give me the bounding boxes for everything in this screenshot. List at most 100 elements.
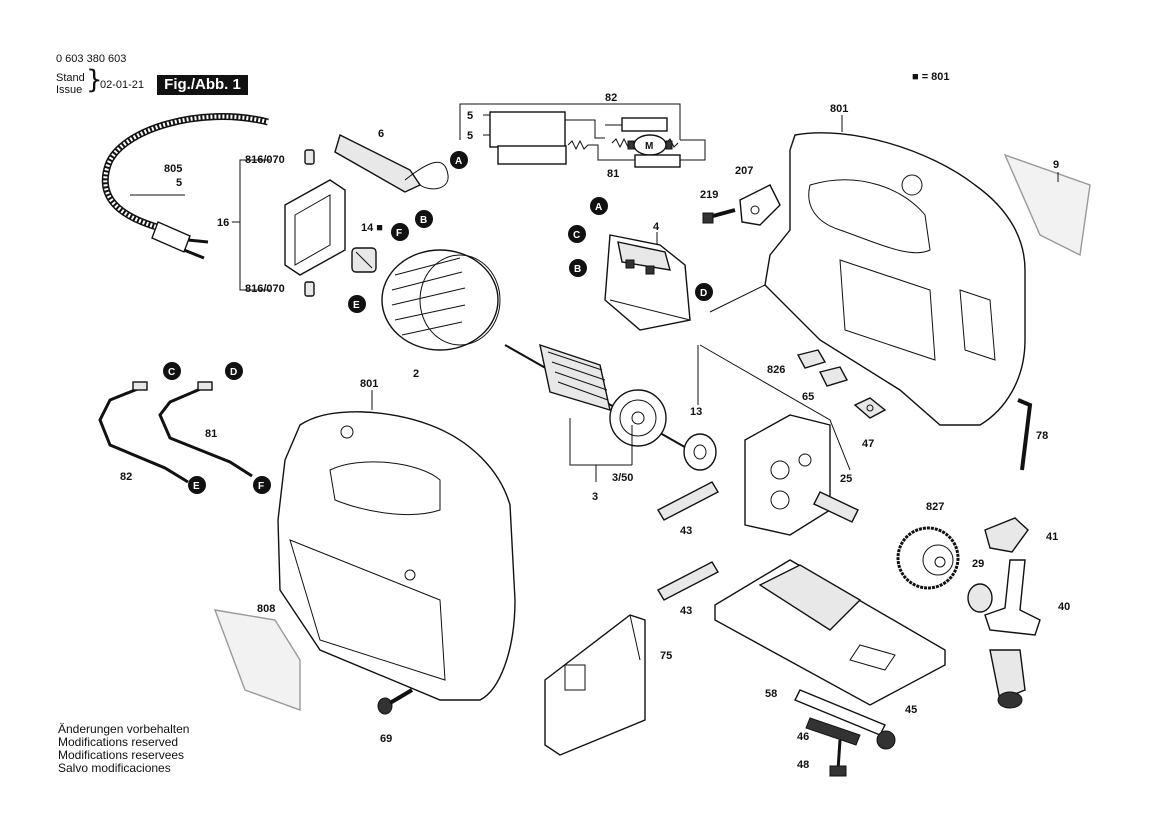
- marker-d-switch: D: [695, 283, 713, 301]
- label-43-upper: 43: [680, 525, 692, 537]
- guide-65: [818, 366, 849, 387]
- pin-upper-right: [813, 491, 859, 523]
- lever-40: [984, 559, 1041, 709]
- svg-text:B: B: [420, 215, 427, 226]
- svg-text:F: F: [258, 481, 264, 492]
- label-47: 47: [862, 438, 874, 450]
- circuit-schematic: [459, 103, 706, 168]
- marker-c-cable: C: [163, 362, 181, 380]
- cable-81: [158, 381, 253, 478]
- label-46: 46: [797, 731, 809, 743]
- label-45: 45: [905, 704, 917, 716]
- label-43-lower: 43: [680, 605, 692, 617]
- marker-d-cable: D: [225, 362, 243, 380]
- blade-holder-58: [794, 689, 896, 750]
- label-65: 65: [802, 391, 814, 403]
- brush-14: [351, 247, 377, 273]
- label-82: 82: [605, 92, 617, 104]
- label-6: 6: [378, 128, 384, 140]
- label-81: 81: [607, 168, 619, 180]
- pin-43-lower: [657, 561, 719, 601]
- footer-line: Salvo modificaciones: [58, 761, 171, 775]
- base-plate-45: [714, 559, 946, 706]
- gear-827: [896, 526, 960, 590]
- chip-guard-75: [544, 614, 646, 756]
- label-808: 808: [257, 603, 275, 615]
- field-coil-2: [381, 249, 501, 351]
- label-78: 78: [1036, 430, 1048, 442]
- svg-text:A: A: [595, 202, 602, 213]
- marker-b-switch: B: [569, 259, 587, 277]
- label-5-top: 5: [467, 110, 473, 122]
- stand-label: Stand: [56, 72, 85, 84]
- label-3-50: 3/50: [612, 472, 633, 484]
- label-69: 69: [380, 733, 392, 745]
- svg-text:E: E: [193, 481, 200, 492]
- nameplate-9: [1003, 153, 1091, 257]
- label-2: 2: [413, 368, 419, 380]
- marker-c-switch: C: [568, 225, 586, 243]
- label-3: 3: [592, 491, 598, 503]
- label-82-left: 82: [120, 471, 132, 483]
- label-58: 58: [765, 688, 777, 700]
- motor-symbol: M: [645, 141, 653, 152]
- label-75: 75: [660, 650, 672, 662]
- label-219: 219: [700, 189, 718, 201]
- svg-text:E: E: [353, 300, 360, 311]
- footer-notes: Änderungen vorbehalten Modifications res…: [58, 723, 189, 775]
- svg-text:B: B: [574, 264, 581, 275]
- label-13: 13: [690, 406, 702, 418]
- marker-e-cable: E: [188, 476, 206, 494]
- label-805: 805: [164, 163, 182, 175]
- guide-826: [796, 349, 827, 369]
- svg-text:C: C: [168, 367, 175, 378]
- label-827: 827: [926, 501, 944, 513]
- label-40: 40: [1058, 601, 1070, 613]
- screw-219: [702, 208, 736, 224]
- label-25: 25: [840, 473, 852, 485]
- part-41: [984, 517, 1029, 553]
- housing-half-801: [709, 132, 1026, 426]
- label-16: 16: [217, 217, 229, 229]
- label-48: 48: [797, 759, 809, 771]
- marker-b-upper: B: [415, 210, 433, 228]
- label-816-bottom: 816/070: [245, 283, 285, 295]
- footer-line: Modifications reservees: [58, 748, 185, 762]
- brace-icon: }: [86, 65, 103, 95]
- label-826: 826: [767, 364, 785, 376]
- label-207: 207: [735, 165, 753, 177]
- footer-line: Änderungen vorbehalten: [58, 722, 190, 736]
- marker-e-upper: E: [348, 295, 366, 313]
- clamp-207: [739, 184, 781, 226]
- figure-label: Fig./Abb. 1: [157, 75, 248, 95]
- clamp-46: [805, 717, 861, 746]
- cable-guide-6: [334, 133, 449, 193]
- svg-text:A: A: [455, 156, 462, 167]
- label-5-bottom: 5: [467, 130, 473, 142]
- label-5: 5: [176, 177, 182, 189]
- label-816-top: 816/070: [245, 154, 285, 166]
- screw-69: [377, 688, 414, 715]
- label-41: 41: [1046, 531, 1058, 543]
- cable-82: [98, 381, 189, 484]
- part-number: 0 603 380 603: [56, 53, 127, 65]
- screw-48: [829, 739, 847, 777]
- label-29: 29: [972, 558, 984, 570]
- svg-text:D: D: [230, 367, 237, 378]
- label-801-left: 801: [360, 378, 378, 390]
- housing-801-assembled: [277, 411, 516, 701]
- issue-date: 02-01-21: [100, 79, 145, 91]
- legend-note: ■ = 801: [912, 71, 950, 83]
- marker-f-upper: F: [391, 223, 409, 241]
- armature-3: [504, 343, 717, 471]
- window-808: [213, 609, 301, 711]
- issue-label: Issue: [56, 84, 83, 96]
- marker-a-switch: A: [590, 197, 608, 215]
- footer-line: Modifications reserved: [58, 735, 179, 749]
- label-14: 14 ■: [361, 222, 383, 234]
- roller-29: [967, 583, 993, 613]
- svg-text:D: D: [700, 288, 707, 299]
- hex-key-78: [1017, 398, 1033, 471]
- gear-housing-25: [744, 414, 831, 536]
